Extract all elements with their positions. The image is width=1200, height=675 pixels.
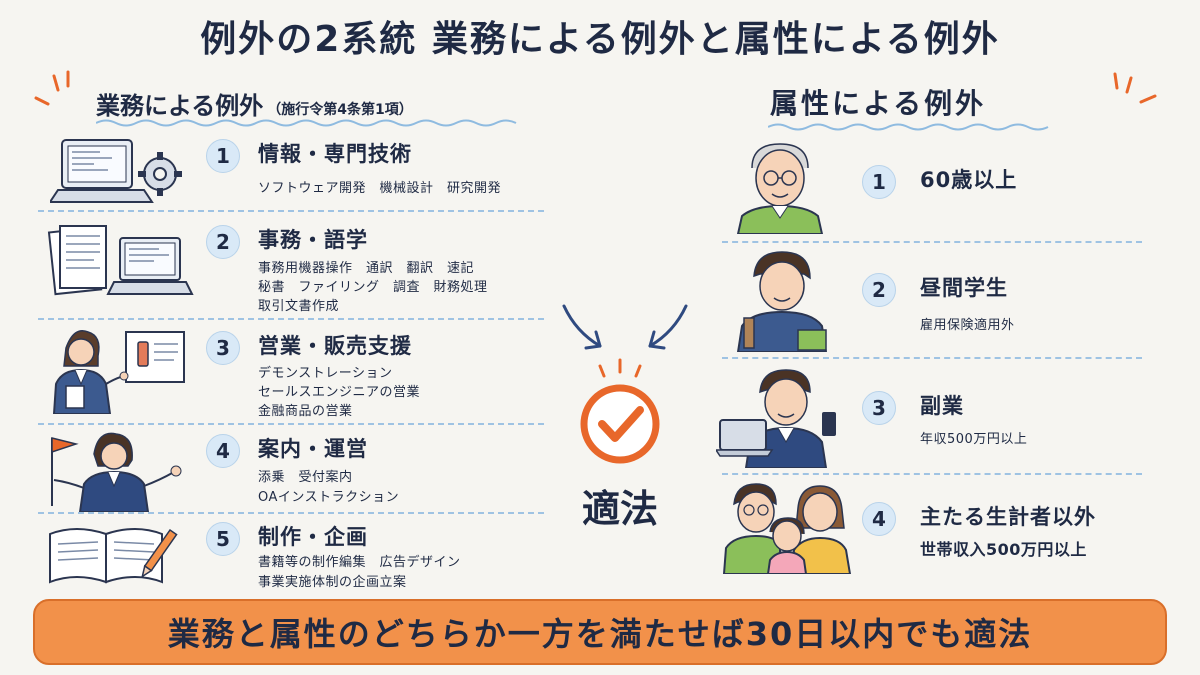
business-item-detail-4-1: 添乗 受付案内 — [258, 470, 353, 485]
attribute-item-title-2: 昼間学生 — [920, 276, 1008, 300]
attribute-item-detail-4-1: 世帯収入500万円以上 — [920, 540, 1087, 559]
sparkle-right-icon — [1113, 72, 1157, 104]
business-item-title-5: 制作・企画 — [258, 525, 368, 549]
business-item-detail-2-3: 取引文書作成 — [258, 299, 340, 314]
presenter-woman-illustration — [52, 330, 185, 414]
left-heading-underline — [96, 119, 517, 127]
summary-banner: 業務と属性のどちらか一方を満たせば30日以内でも適法 — [33, 599, 1167, 665]
converging-arrows-icon — [562, 304, 688, 350]
attribute-item-title-4: 主たる生計者以外 — [920, 505, 1096, 529]
attribute-item-detail-3-1: 年収500万円以上 — [920, 432, 1028, 447]
side-job-worker-illustration — [716, 369, 836, 468]
left-divider-2 — [38, 318, 544, 320]
open-book-pencil-illustration — [49, 528, 178, 584]
left-divider-3 — [38, 423, 544, 425]
sparkle-left-icon — [34, 70, 70, 106]
business-item-detail-3-2: セールスエンジニアの営業 — [258, 385, 421, 400]
business-item-detail-3-1: デモンストレーション — [258, 366, 393, 381]
business-item-number-3: 3 — [206, 331, 240, 365]
attribute-item-title-3: 副業 — [920, 394, 964, 418]
attribute-item-number-3: 3 — [862, 391, 896, 425]
business-item-number-1: 1 — [206, 139, 240, 173]
legal-label: 適法 — [581, 487, 658, 531]
business-item-detail-2-2: 秘書 ファイリング 調査 財務処理 — [258, 280, 488, 295]
attribute-exception-heading: 属性による例外 — [770, 87, 987, 120]
right-heading-underline — [768, 123, 1049, 131]
laptop-gear-illustration — [50, 139, 182, 203]
attribute-item-number-1: 1 — [862, 165, 896, 199]
business-exception-heading-text: 業務による例外 — [96, 92, 264, 120]
senior-man-illustration — [736, 143, 824, 234]
right-divider-1 — [722, 241, 1142, 243]
business-item-number-5: 5 — [206, 522, 240, 556]
right-divider-2 — [722, 357, 1142, 359]
business-item-detail-4-2: OAインストラクション — [258, 490, 400, 505]
attribute-item-title-1: 60歳以上 — [920, 168, 1018, 192]
business-item-number-2: 2 — [206, 225, 240, 259]
business-item-detail-1-1: ソフトウェア開発 機械設計 研究開発 — [258, 181, 502, 196]
attribute-item-number-4: 4 — [862, 502, 896, 536]
family-illustration — [722, 483, 852, 574]
left-divider-4 — [38, 512, 544, 514]
attribute-item-number-2: 2 — [862, 273, 896, 307]
right-divider-3 — [722, 473, 1142, 475]
business-item-detail-5-2: 事業実施体制の企画立案 — [258, 575, 407, 590]
student-illustration — [736, 251, 828, 352]
business-item-number-4: 4 — [206, 434, 240, 468]
business-exception-subheading: （施行令第4条第1項） — [267, 102, 413, 118]
business-item-detail-3-3: 金融商品の営業 — [258, 404, 353, 419]
business-item-detail-2-1: 事務用機器操作 通訳 翻訳 速記 — [258, 261, 475, 276]
left-divider-1 — [38, 210, 544, 212]
business-item-title-2: 事務・語学 — [258, 228, 368, 252]
business-item-title-4: 案内・運営 — [258, 437, 368, 461]
business-exception-heading: 業務による例外（施行令第4条第1項） — [96, 86, 413, 121]
page-title: 例外の2系統 業務による例外と属性による例外 — [200, 19, 1000, 60]
business-item-title-3: 営業・販売支援 — [258, 334, 412, 358]
documents-laptop-illustration — [47, 225, 194, 296]
guide-with-flag-illustration — [51, 432, 182, 512]
business-item-title-1: 情報・専門技術 — [258, 142, 412, 166]
attribute-item-detail-2-1: 雇用保険適用外 — [920, 318, 1015, 333]
approval-check-icon — [580, 358, 660, 464]
business-item-detail-5-1: 書籍等の制作編集 広告デザイン — [258, 555, 461, 570]
